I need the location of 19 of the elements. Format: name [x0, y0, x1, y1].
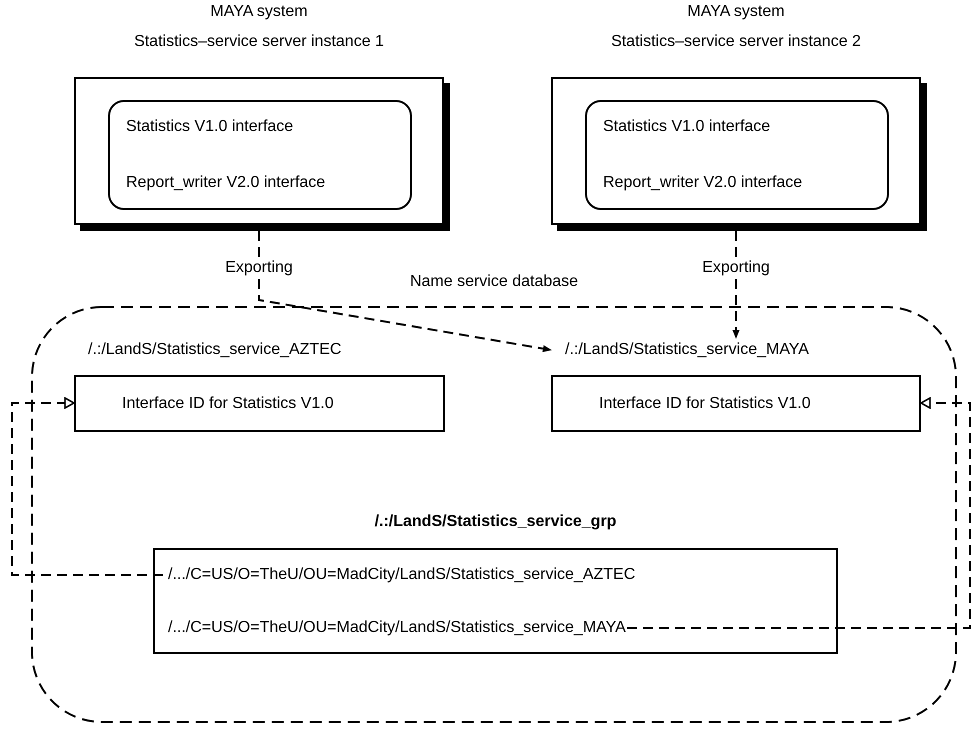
- arrow: [258, 231, 552, 352]
- server-label: Statistics–service server instance 2: [611, 32, 861, 52]
- entry-name: /.:/LandS/Statistics_service_MAYA: [565, 340, 809, 360]
- interface-label: Statistics V1.0 interface: [603, 117, 772, 137]
- server-label: MAYA system: [687, 2, 785, 22]
- server-label: Statistics–service server instance 1: [134, 32, 384, 52]
- interface-label: Statistics V1.0 interface: [126, 117, 294, 137]
- interface-label: Report_writer V2.0 interface: [603, 173, 804, 193]
- arrow: [627, 397, 971, 629]
- group-title: /.:/LandS/Statistics_service_grp: [374, 512, 618, 532]
- member-name: /.../C=US/O=TheU/OU=MadCity/LandS/Statistics_service_MAYA: [168, 618, 626, 638]
- region-title: Name service database: [408, 272, 580, 292]
- server-label: MAYA system: [210, 2, 308, 22]
- entry-label: Interface ID for Statistics V1.0: [122, 394, 334, 414]
- entry-label: Interface ID for Statistics V1.0: [599, 394, 811, 414]
- arrow: [11, 397, 163, 576]
- member-name: /.../C=US/O=TheU/OU=MadCity/LandS/Statistics_service_AZTEC: [168, 565, 636, 585]
- entry-name: /.:/LandS/Statistics_service_AZTEC: [88, 340, 342, 360]
- interface-label: Report_writer V2.0 interface: [126, 173, 326, 193]
